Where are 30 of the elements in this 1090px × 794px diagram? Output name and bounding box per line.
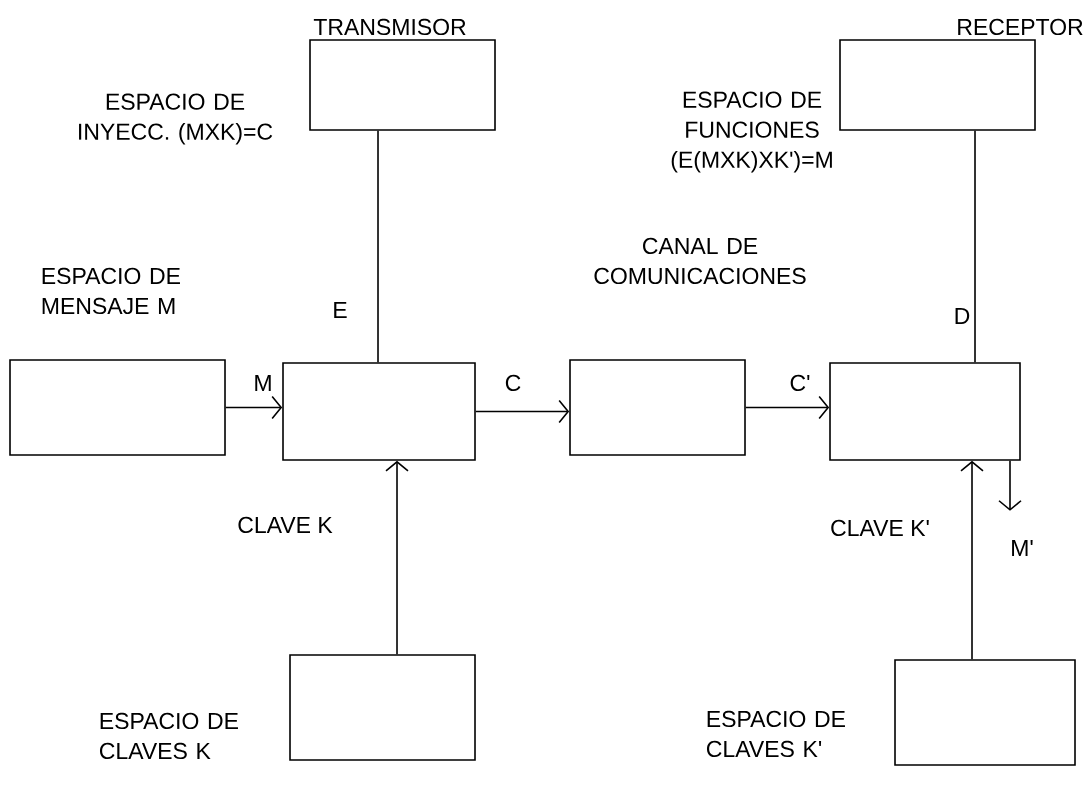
box-caption: ESPACIO DE INYECC. (MXK)=C bbox=[79, 93, 273, 145]
box bbox=[309, 39, 496, 131]
box-caption: ESPACIO DE CLAVES K' bbox=[706, 710, 845, 758]
box bbox=[829, 362, 1021, 461]
box-caption: ESPACIO DE FUNCIONES (E(MXK)XK')=M bbox=[671, 91, 832, 173]
box-caption: ESPACIO DE CLAVES K bbox=[99, 712, 238, 760]
edge-label: M' bbox=[1012, 540, 1033, 556]
edge-label: C bbox=[505, 374, 521, 392]
box-caption: TRANSMISOR bbox=[313, 18, 466, 36]
arrow bbox=[960, 460, 984, 660]
box bbox=[894, 659, 1076, 766]
box bbox=[289, 654, 476, 761]
arrow bbox=[385, 460, 409, 655]
edge-label: CLAVE K' bbox=[831, 519, 929, 537]
edge-label: D bbox=[955, 308, 970, 324]
edge-label: M bbox=[255, 375, 271, 391]
box-caption: RECEPTOR bbox=[958, 18, 1083, 36]
box bbox=[569, 359, 746, 456]
box bbox=[9, 359, 226, 456]
arrow bbox=[745, 395, 830, 420]
box bbox=[839, 39, 1036, 131]
edge-label: E bbox=[334, 302, 347, 318]
arrow bbox=[475, 399, 570, 424]
box bbox=[282, 362, 476, 461]
edge-label: CLAVE K bbox=[238, 516, 333, 534]
caption: CANAL DE COMUNICACIONES bbox=[594, 237, 806, 285]
arrow bbox=[998, 459, 1022, 511]
edge-label: C' bbox=[790, 374, 810, 392]
arrow bbox=[225, 395, 283, 420]
box-caption: ESPACIO DE MENSAJE M bbox=[42, 267, 180, 315]
